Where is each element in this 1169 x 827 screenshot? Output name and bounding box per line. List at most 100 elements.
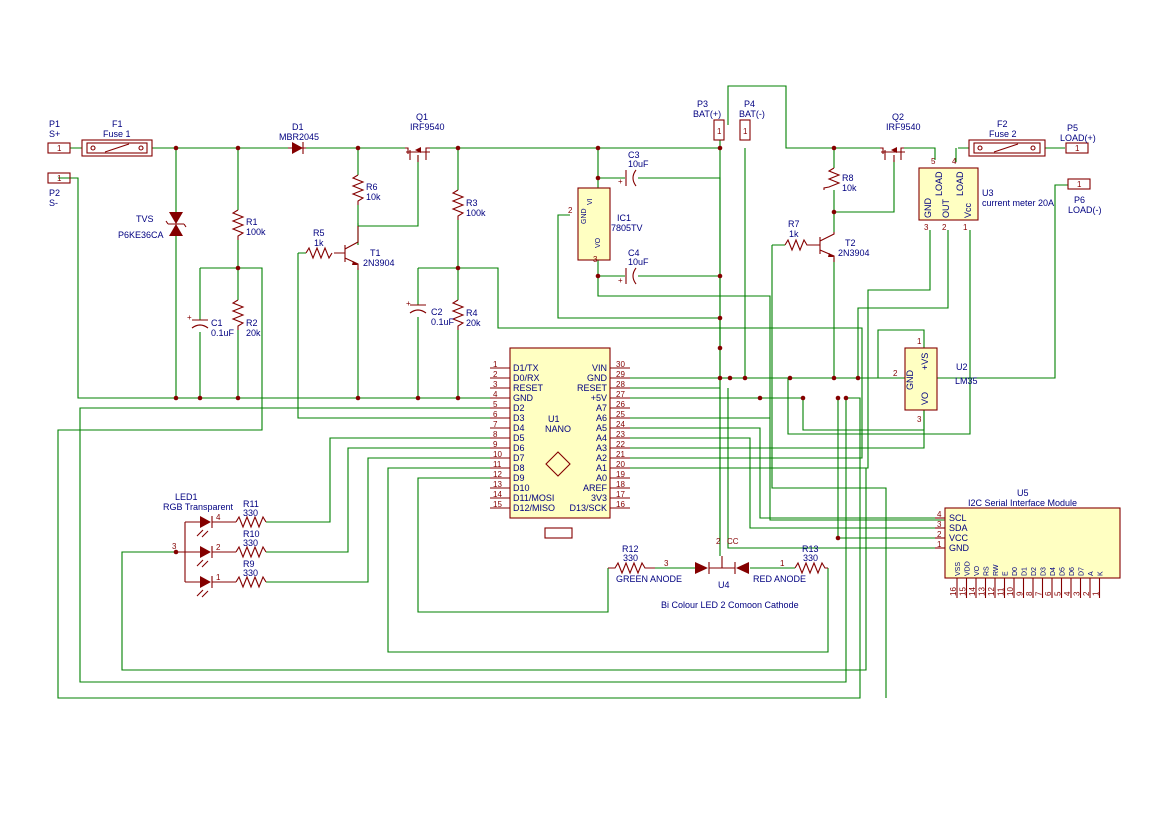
nano-pin-number: 27 xyxy=(616,390,625,399)
regulator-ic1[interactable]: VI GND VO 2 3 IC1 7805TV xyxy=(568,187,643,264)
current-meter-u3[interactable]: GND OUT Vcc LOAD LOAD 5 4 3 2 1 U3 curre… xyxy=(918,157,1054,232)
u5-pin-number: 4 xyxy=(937,510,942,519)
r7-value: 1k xyxy=(789,229,799,239)
u5-pin-number: 15 xyxy=(959,587,968,596)
nano-pin-name: RESET xyxy=(513,383,544,393)
junction-dot xyxy=(831,145,837,151)
t2-ref: T2 xyxy=(845,238,856,248)
ic1-vi: VI xyxy=(587,198,594,205)
svg-text:+: + xyxy=(187,313,192,322)
diode-d1[interactable]: D1 MBR2045 xyxy=(279,122,319,154)
resistor-r11[interactable]: R11 330 xyxy=(235,499,267,529)
u5-pin-name: D0 xyxy=(1012,567,1019,576)
resistor-r9[interactable]: R9 330 xyxy=(235,559,267,589)
junction-dot xyxy=(717,375,723,381)
u5-pin-name: D1 xyxy=(1022,567,1029,576)
junction-dot xyxy=(742,375,748,381)
junction-dot xyxy=(595,145,601,151)
r11-value: 330 xyxy=(243,508,258,518)
u5-pin-number: 14 xyxy=(968,587,977,596)
transistor-t1[interactable]: T1 2N3904 xyxy=(334,226,395,270)
nano-pin-name: D2 xyxy=(513,403,525,413)
connector-p1[interactable]: 1 P1 S+ xyxy=(47,119,71,154)
junction-dot xyxy=(197,395,203,401)
u5-pin-name: SCL xyxy=(949,513,967,523)
u5-pin-name: K xyxy=(1098,571,1105,576)
capacitor-c2[interactable]: + C2 0.1uF xyxy=(406,299,455,327)
u3-pin-gnd: GND xyxy=(923,198,933,219)
nano-pin-name: A2 xyxy=(596,453,607,463)
u1-ref: U1 xyxy=(548,414,560,424)
capacitor-c3[interactable]: + C3 10uF xyxy=(618,150,649,187)
r13-ref: R13 xyxy=(802,544,819,554)
bicolour-led-u4[interactable]: 3 1 2 CC GREEN ANODE RED ANODE U4 Bi Col… xyxy=(616,537,806,610)
connector-p5[interactable]: 1 P5 LOAD(+) xyxy=(1060,123,1096,154)
resistor-r6[interactable]: R6 10k xyxy=(351,174,381,205)
nano-pin-name: D3 xyxy=(513,413,525,423)
f1-ref: F1 xyxy=(112,119,123,129)
resistor-r1[interactable]: R1 100k xyxy=(231,209,266,240)
nano-pin-name: D8 xyxy=(513,463,525,473)
ic1-value: 7805TV xyxy=(611,223,643,233)
resistor-r7[interactable]: R7 1k xyxy=(784,219,812,252)
c3-ref: C3 xyxy=(628,150,640,160)
connector-p3[interactable]: 1 P3 BAT(+) xyxy=(693,99,725,141)
resistor-r13[interactable]: R13 330 xyxy=(794,544,828,575)
nano-pin-name: A0 xyxy=(596,473,607,483)
resistor-r3[interactable]: R3 100k xyxy=(451,189,486,220)
nano-pin-number: 25 xyxy=(616,410,625,419)
transistor-t2[interactable]: T2 2N3904 xyxy=(812,232,870,262)
resistor-r5[interactable]: R5 1k xyxy=(305,228,333,260)
u5-pin-name: SDA xyxy=(949,523,968,533)
u5-pin-number: 12 xyxy=(987,587,996,596)
svg-text:1: 1 xyxy=(917,337,922,346)
u5-pin-number: 1 xyxy=(937,540,942,549)
u5-pin-name: D5 xyxy=(1060,567,1067,576)
nano-pin-number: 23 xyxy=(616,430,625,439)
fuse-f2[interactable]: F2 Fuse 2 xyxy=(968,119,1046,157)
junction-dot xyxy=(835,535,841,541)
svg-text:1: 1 xyxy=(1075,144,1080,153)
u3-pin-out: OUT xyxy=(941,199,951,219)
junction-dot xyxy=(235,395,241,401)
u2-pin-vo: VO xyxy=(920,392,930,405)
svg-text:2: 2 xyxy=(568,206,573,215)
r2-value: 20k xyxy=(246,328,261,338)
mosfet-q1[interactable]: Q1 IRF9540 xyxy=(405,112,445,162)
tvs-ref: TVS xyxy=(136,214,154,224)
fuse-f1[interactable]: F1 Fuse 1 xyxy=(81,119,153,157)
r4-value: 20k xyxy=(466,318,481,328)
nano-pin-number: 10 xyxy=(493,450,502,459)
capacitor-c1[interactable]: + C1 0.1uF xyxy=(187,313,235,338)
svg-text:1: 1 xyxy=(780,559,785,568)
svg-text:3: 3 xyxy=(593,255,598,264)
resistor-r12[interactable]: R12 330 xyxy=(608,544,655,575)
resistor-r10[interactable]: R10 330 xyxy=(235,529,267,559)
capacitor-c4[interactable]: + C4 10uF xyxy=(618,248,649,285)
nano-pin-name: D5 xyxy=(513,433,525,443)
f2-value: Fuse 2 xyxy=(989,129,1017,139)
c2-ref: C2 xyxy=(431,307,443,317)
nano-pin-name: D12/MISO xyxy=(513,503,555,513)
u5-pin-name: RS xyxy=(984,566,991,576)
resistor-r4[interactable]: R4 20k xyxy=(451,299,481,330)
u5-pin-number: 2 xyxy=(1082,591,1091,596)
svg-text:3: 3 xyxy=(917,415,922,424)
rgb-led-led1[interactable]: 4 2 1 3 LED1 RGB Transparent xyxy=(163,492,236,598)
connector-p6[interactable]: 1 P6 LOAD(-) xyxy=(1067,178,1102,215)
u5-pin-name: A xyxy=(1088,571,1095,576)
resistor-r8[interactable]: R8 10k xyxy=(823,167,857,193)
connector-p4[interactable]: 1 P4 BAT(-) xyxy=(739,99,765,141)
mosfet-q2[interactable]: Q2 IRF9540 xyxy=(880,112,921,162)
nano-pin-number: 13 xyxy=(493,480,502,489)
tvs-diode[interactable]: TVS P6KE36CA xyxy=(118,212,187,240)
connector-p2[interactable]: 1 P2 S- xyxy=(47,172,71,208)
temp-sensor-u2[interactable]: +VS GND VO 1 2 3 U2 LM35 xyxy=(893,337,978,424)
junction-dot xyxy=(455,265,461,271)
u2-pin-gnd: GND xyxy=(905,370,915,391)
c4-ref: C4 xyxy=(628,248,640,258)
nano-pin-number: 11 xyxy=(493,460,502,469)
resistor-r2[interactable]: R2 20k xyxy=(231,299,261,338)
